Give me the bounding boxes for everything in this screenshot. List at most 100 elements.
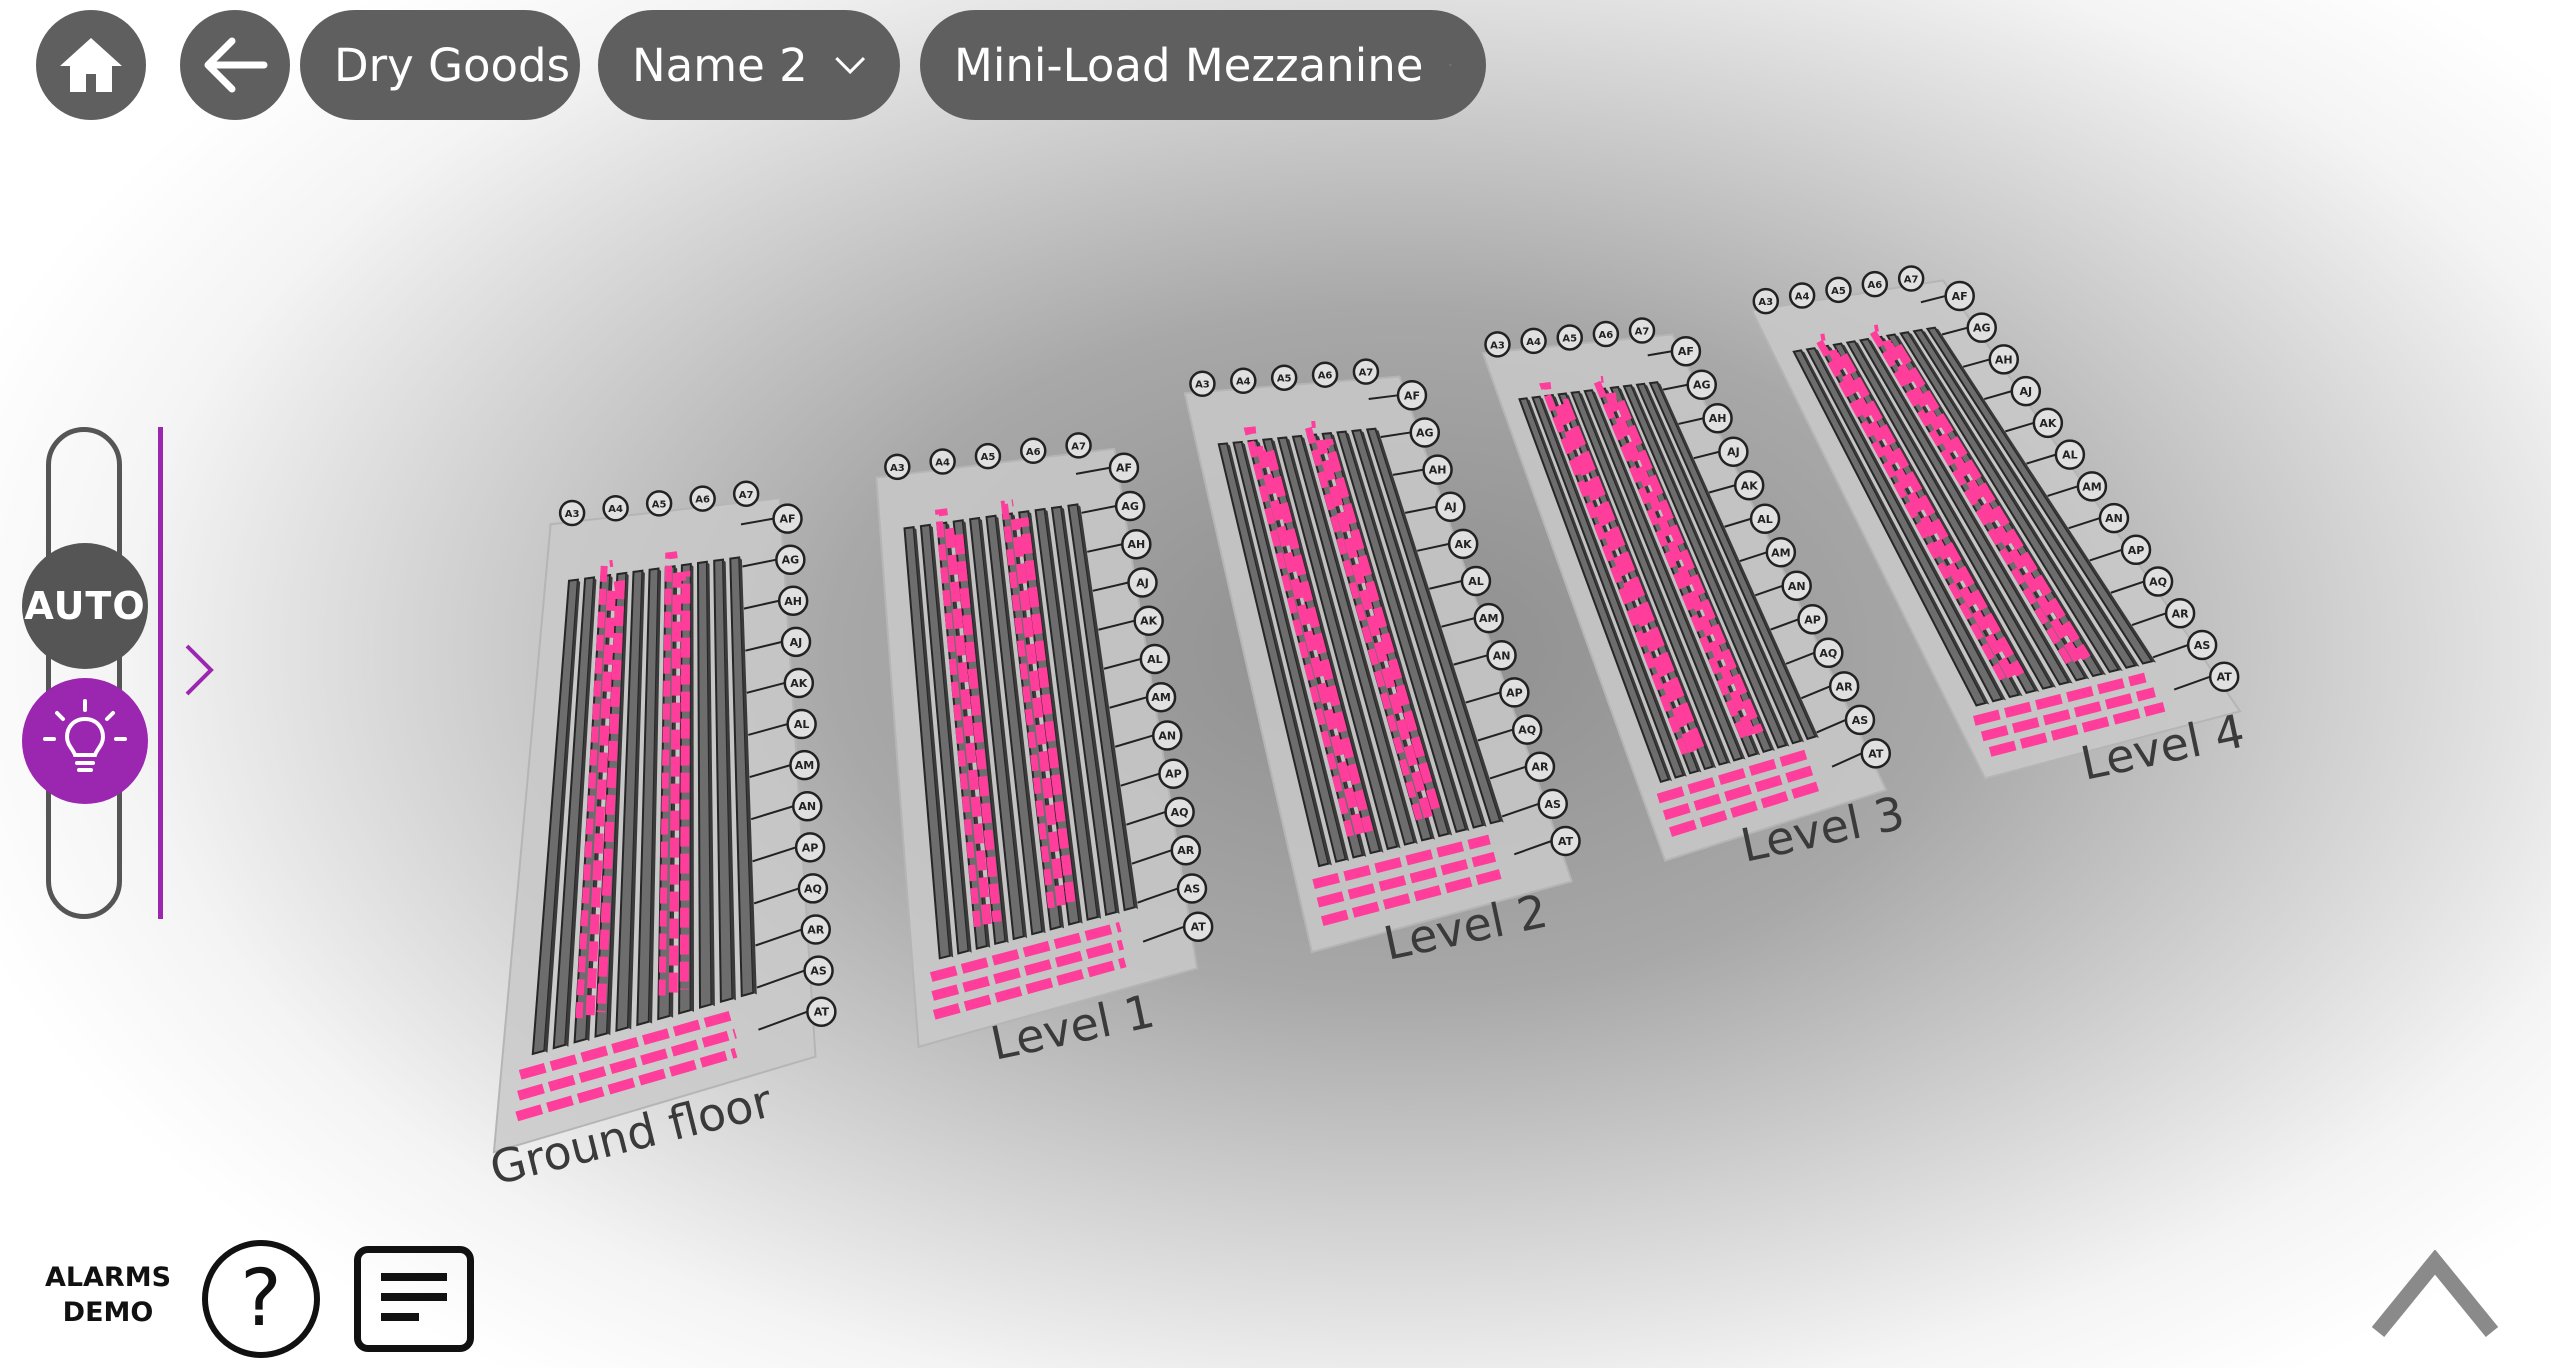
aisle-marker[interactable] xyxy=(794,832,826,863)
aisle-marker[interactable] xyxy=(1164,796,1195,828)
aisle-marker[interactable] xyxy=(1556,324,1583,351)
aisle-marker[interactable] xyxy=(1170,834,1202,866)
aisle-marker[interactable] xyxy=(1422,454,1453,485)
aisle-marker[interactable] xyxy=(1151,720,1183,751)
aisle-marker[interactable] xyxy=(777,585,809,617)
aisle-marker[interactable] xyxy=(602,494,629,522)
aisle-marker[interactable] xyxy=(1108,452,1140,483)
aisle-marker[interactable] xyxy=(772,503,803,534)
aisle-marker[interactable] xyxy=(1592,320,1620,348)
aisle-marker[interactable] xyxy=(1537,788,1568,820)
name-dropdown[interactable]: Name 2 xyxy=(598,10,900,120)
back-button[interactable] xyxy=(180,10,290,120)
aisle-marker[interactable] xyxy=(786,708,817,740)
aisle-marker[interactable] xyxy=(1813,637,1844,669)
aisle-marker[interactable] xyxy=(974,442,1002,470)
aisle-marker[interactable] xyxy=(1797,604,1828,635)
alarms-demo-label[interactable]: ALARMS DEMO xyxy=(30,1260,186,1330)
aisle-marker[interactable] xyxy=(1176,873,1208,904)
aisle-marker[interactable] xyxy=(1352,358,1380,385)
aisle-marker[interactable] xyxy=(1861,270,1889,298)
aisle-marker[interactable] xyxy=(1473,602,1505,634)
aisle-marker[interactable] xyxy=(1825,276,1852,304)
aisle-marker[interactable] xyxy=(792,790,823,822)
aisle-marker[interactable] xyxy=(732,480,760,508)
aisle-marker[interactable] xyxy=(1499,677,1530,708)
aisle-marker[interactable] xyxy=(789,749,820,781)
log-button[interactable] xyxy=(354,1246,474,1352)
aisle-marker[interactable] xyxy=(1020,437,1047,465)
aisle-marker[interactable] xyxy=(1486,640,1517,671)
aisle-marker[interactable] xyxy=(1966,312,1997,343)
aisle-marker[interactable] xyxy=(2032,407,2064,439)
aisle-marker[interactable] xyxy=(2142,566,2174,597)
mode-toggle-track[interactable] xyxy=(46,427,122,919)
zone-dropdown[interactable]: Mini-Load Mezzanine xyxy=(920,10,1486,120)
aisle-marker[interactable] xyxy=(1844,704,1876,736)
aisle-marker[interactable] xyxy=(2098,502,2130,534)
aisle-marker[interactable] xyxy=(1718,436,1749,467)
aisle-marker[interactable] xyxy=(1749,503,1781,535)
aisle-marker[interactable] xyxy=(1435,491,1466,522)
breadcrumb-area[interactable]: Dry Goods xyxy=(300,10,580,120)
aisle-marker[interactable] xyxy=(1139,643,1171,675)
aisle-marker[interactable] xyxy=(1686,369,1717,400)
aisle-marker[interactable] xyxy=(1230,367,1257,394)
aisle-marker[interactable] xyxy=(1182,911,1214,942)
aisle-marker[interactable] xyxy=(2186,629,2218,661)
chevron-up-icon[interactable] xyxy=(2370,1250,2500,1340)
aisle-marker[interactable] xyxy=(1828,671,1860,702)
auto-mode-button[interactable]: AUTO xyxy=(22,543,148,669)
aisle-marker[interactable] xyxy=(1628,317,1656,344)
aisle-marker[interactable] xyxy=(806,996,837,1027)
aisle-marker[interactable] xyxy=(1550,825,1581,857)
aisle-marker[interactable] xyxy=(1145,681,1177,713)
aisle-marker[interactable] xyxy=(1114,490,1146,522)
aisle-marker[interactable] xyxy=(2120,534,2152,566)
aisle-marker[interactable] xyxy=(1311,361,1339,388)
aisle-marker[interactable] xyxy=(1127,567,1158,598)
aisle-marker[interactable] xyxy=(1484,331,1511,358)
aisle-marker[interactable] xyxy=(800,914,831,945)
aisle-marker[interactable] xyxy=(1733,470,1765,501)
aisle-marker[interactable] xyxy=(1752,287,1780,315)
aisle-marker[interactable] xyxy=(1447,528,1479,560)
aisle-marker[interactable] xyxy=(2208,661,2240,692)
aisle-marker[interactable] xyxy=(1270,364,1298,391)
aisle-marker[interactable] xyxy=(783,667,815,699)
aisle-marker[interactable] xyxy=(1897,265,1925,292)
aisle-marker[interactable] xyxy=(1524,751,1556,782)
aisle-marker[interactable] xyxy=(1158,758,1189,789)
help-button[interactable]: ? xyxy=(202,1240,320,1358)
aisle-marker[interactable] xyxy=(1065,432,1092,459)
aisle-marker[interactable] xyxy=(1189,370,1216,397)
aisle-marker[interactable] xyxy=(797,873,829,904)
aisle-marker[interactable] xyxy=(2010,375,2042,407)
aisle-marker[interactable] xyxy=(803,955,834,986)
aisle-marker[interactable] xyxy=(1860,738,1892,769)
aisle-marker[interactable] xyxy=(1121,528,1152,560)
aisle-marker[interactable] xyxy=(1409,417,1441,448)
aisle-marker[interactable] xyxy=(780,626,812,658)
aisle-marker[interactable] xyxy=(1460,565,1492,597)
aisle-marker[interactable] xyxy=(1511,714,1543,745)
aisle-marker[interactable] xyxy=(1765,537,1797,568)
aisle-marker[interactable] xyxy=(884,453,911,481)
aisle-marker[interactable] xyxy=(1520,327,1547,355)
aisle-marker[interactable] xyxy=(775,544,806,575)
aisle-marker[interactable] xyxy=(1988,344,2020,375)
aisle-marker[interactable] xyxy=(1702,402,1733,434)
aisle-marker[interactable] xyxy=(2076,471,2108,502)
aisle-marker[interactable] xyxy=(689,485,716,512)
aisle-marker[interactable] xyxy=(2054,439,2086,470)
chevron-right-icon[interactable] xyxy=(182,642,216,698)
aisle-marker[interactable] xyxy=(645,490,673,517)
aisle-marker[interactable] xyxy=(1133,605,1164,636)
aisle-marker[interactable] xyxy=(558,499,586,527)
aisle-marker[interactable] xyxy=(1788,282,1816,309)
aisle-marker[interactable] xyxy=(2164,598,2196,629)
aisle-marker[interactable] xyxy=(929,448,956,475)
aisle-marker[interactable] xyxy=(1396,380,1428,411)
